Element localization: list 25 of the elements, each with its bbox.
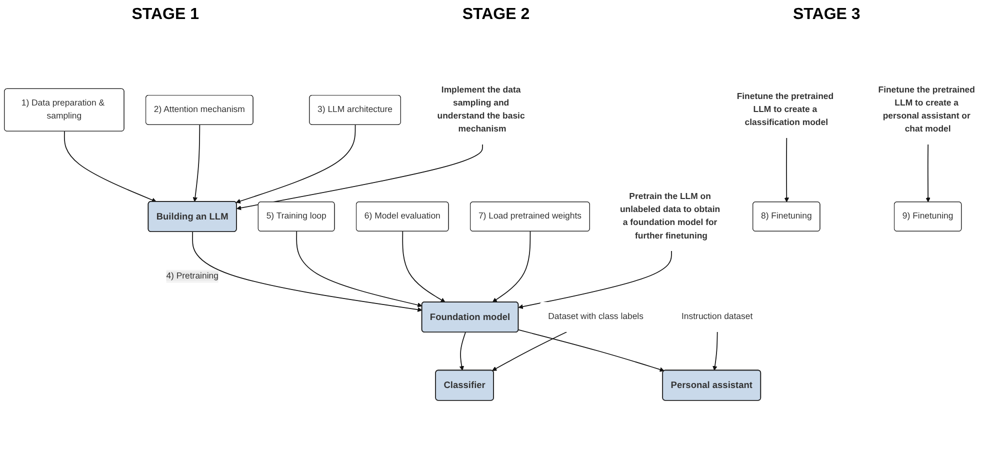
node-text: Dataset with class labels [548,312,644,322]
arrow [236,124,356,204]
arrow [492,231,531,302]
arrow [712,332,718,371]
arrow [518,250,672,310]
arrow [518,329,664,372]
node-text: Finetune the pretrained LLM to create a classification model [736,92,834,128]
node-text: Instruction dataset [682,312,753,322]
arrow [402,231,446,302]
arrow [492,332,568,371]
arrow [236,144,483,210]
arrow [459,332,466,371]
node-text: Implement the data sampling and understand the basic mechanism [437,85,525,134]
arrow [64,130,157,202]
stage-heading: STAGE 1 [132,6,199,24]
edge-label: 4) Pretraining [166,271,218,281]
stage-heading: STAGE 3 [793,6,860,24]
stage-heading: STAGE 2 [462,6,530,24]
arrow [296,231,422,308]
node-text: Finetune the pretrained LLM to create a personal assistant or chat model [878,85,975,134]
arrow [192,231,422,312]
arrow [784,137,790,202]
arrow [926,144,930,202]
arrow [192,124,200,202]
node-text: Pretrain the LLM on unlabeled data to obtain a foundation model for further finetuning [620,192,720,240]
